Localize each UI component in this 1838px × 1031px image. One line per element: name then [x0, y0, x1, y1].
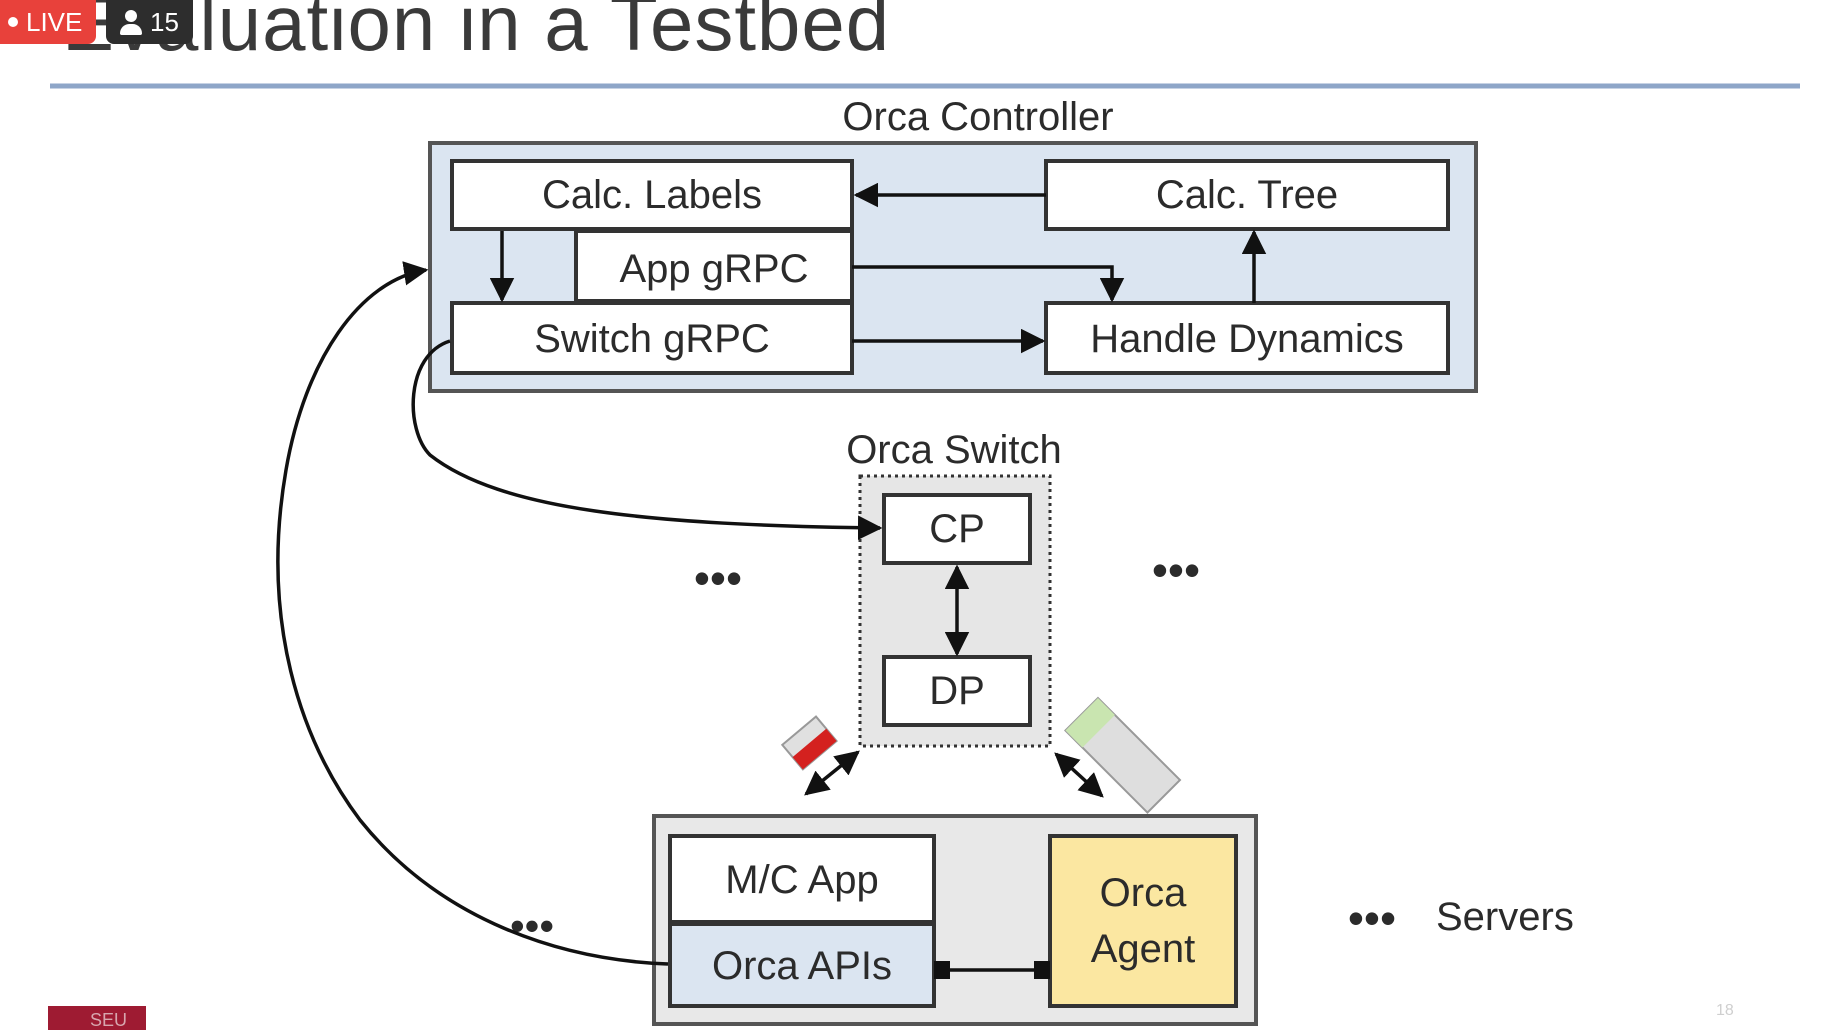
mc-app-box: [668, 834, 936, 924]
cable-red: [780, 715, 838, 771]
calc-labels-box: [450, 159, 854, 231]
orca-apis-text: Orca APIs: [712, 944, 892, 988]
arrow-appgrpc-to-dynamics: [852, 265, 1125, 303]
ellipsis-right: •••: [1152, 544, 1200, 596]
handle-dynamics-text: Handle Dynamics: [1090, 317, 1403, 361]
orca-agent-text-line2: Agent: [1091, 927, 1196, 971]
app-grpc-text: App gRPC: [620, 247, 809, 291]
dp-box: [882, 655, 1032, 727]
calc-tree-text: Calc. Tree: [1156, 173, 1338, 217]
switch-label: Orca Switch: [846, 428, 1062, 472]
switch-grpc-box: [450, 301, 854, 375]
mc-app-text: M/C App: [725, 858, 878, 902]
live-label: LIVE: [26, 7, 83, 37]
orca-agent-text-line1: Orca: [1100, 871, 1187, 915]
orca-apis-box: [668, 922, 936, 1008]
controller-label: Orca Controller: [842, 95, 1113, 139]
cp-text: CP: [929, 507, 985, 551]
dp-text: DP: [929, 669, 985, 713]
arrow-switch-to-server-left: [804, 750, 860, 796]
ellipsis-curve: •••: [510, 902, 554, 949]
calc-labels-text: Calc. Labels: [542, 173, 762, 217]
person-icon: [120, 9, 142, 35]
ellipsis-left: •••: [694, 552, 742, 604]
slide-title: Evaluation in a Testbed: [62, 0, 891, 67]
cable-green: [1064, 696, 1182, 814]
curve-switchgrpc-to-cp: [411, 339, 883, 540]
viewer-count: 15: [150, 7, 179, 37]
servers-label: Servers: [1436, 895, 1574, 939]
live-badge: LIVE: [0, 0, 97, 44]
connector-end-right: [1034, 961, 1050, 979]
university-logo: SEU: [48, 1006, 146, 1030]
servers-ellipsis: •••: [1348, 892, 1396, 944]
switch-grpc-text: Switch gRPC: [534, 317, 770, 361]
viewer-count-badge[interactable]: 15: [106, 0, 193, 44]
cp-box: [882, 493, 1032, 565]
live-dot-icon: [8, 17, 18, 27]
curve-apis-to-controller: [276, 261, 669, 966]
orca-agent-box: [1048, 834, 1238, 1008]
connector-end-left: [934, 961, 950, 979]
page-number: 18: [1716, 1002, 1734, 1019]
handle-dynamics-box: [1044, 301, 1450, 375]
arrow-switch-to-server-right: [1054, 752, 1104, 798]
logo-text: SEU: [90, 1010, 128, 1030]
